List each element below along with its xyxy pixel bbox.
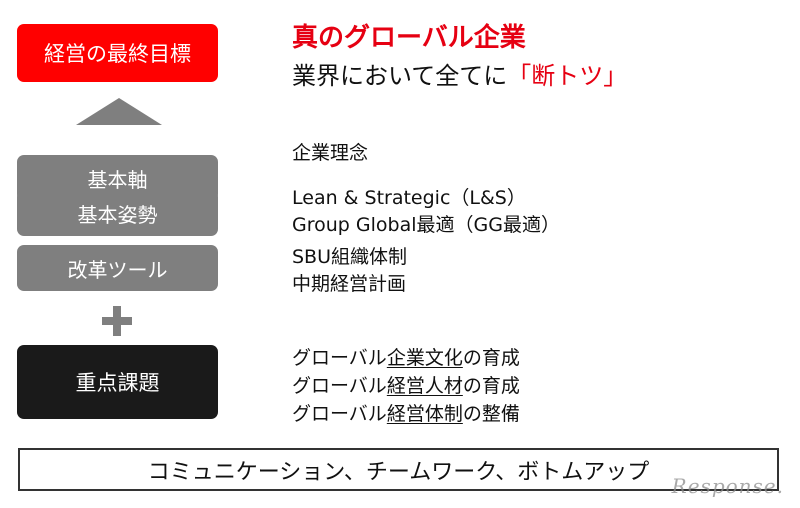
key-line-underlined: 企業文化 — [386, 347, 463, 369]
tools-line-2: 中期経営計画 — [292, 273, 407, 295]
response-logo: Response. — [671, 474, 784, 498]
key-line-prefix: グローバル — [292, 375, 387, 397]
key-line-prefix: グローバル — [292, 403, 387, 425]
goal-subtitle: 業界において全てに「断トツ」 — [292, 60, 627, 92]
goal-sub-prefix: 業界において全てに — [292, 62, 508, 90]
core-text: 企業理念 — [292, 142, 369, 164]
tools-line-1: SBU組織体制 — [292, 246, 408, 268]
stance-line-2: Group Global最適（GG最適） — [292, 214, 560, 236]
key-line-1: グローバル企業文化の育成 — [292, 345, 520, 371]
goal-box: 経営の最終目標 — [17, 24, 218, 82]
key-issues-box: 重点課題 — [17, 345, 218, 419]
key-line-3: グローバル経営体制の整備 — [292, 401, 520, 427]
tools-box: 改革ツール — [17, 245, 218, 291]
goal-sub-emphasis: 「断トツ」 — [507, 62, 628, 90]
goal-title: 真のグローバル企業 — [292, 23, 526, 53]
key-line-suffix: の育成 — [462, 375, 520, 397]
stance-box: 基本姿勢 — [17, 190, 218, 236]
up-triangle-icon — [76, 98, 162, 125]
key-line-suffix: の整備 — [462, 403, 520, 425]
key-line-underlined: 経営体制 — [386, 403, 463, 425]
key-line-underlined: 経営人材 — [386, 375, 463, 397]
key-line-prefix: グローバル — [292, 347, 387, 369]
key-line-2: グローバル経営人材の育成 — [292, 373, 520, 399]
plus-icon — [102, 306, 132, 336]
stance-line-1: Lean & Strategic（L&S） — [292, 187, 526, 209]
key-line-suffix: の育成 — [462, 347, 520, 369]
bottom-banner: コミュニケーション、チームワーク、ボトムアップ — [18, 448, 779, 491]
